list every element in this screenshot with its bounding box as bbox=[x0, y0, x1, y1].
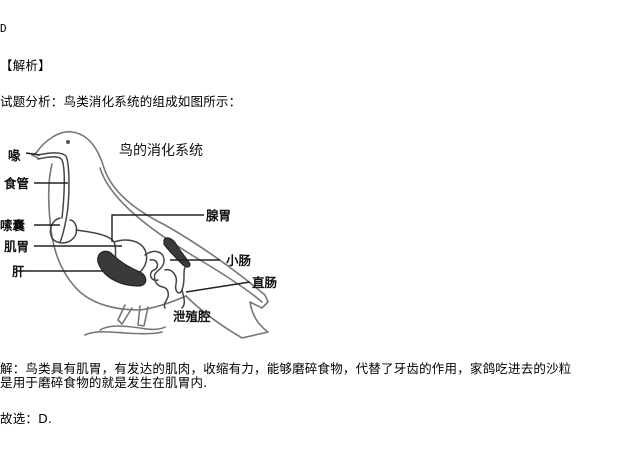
answer-letter: D bbox=[0, 22, 7, 35]
label-liver: 肝 bbox=[12, 264, 25, 279]
label-crop: 嗉囊 bbox=[0, 218, 26, 233]
analysis-intro: 试题分析：鸟类消化系统的组成如图所示： bbox=[0, 94, 242, 109]
liver-shape bbox=[97, 250, 147, 287]
explanation-line-1: 解：鸟类具有肌胃，有发达的肌肉，收缩有力，能够磨碎食物，代替了牙齿的作用，家鸽吃… bbox=[0, 361, 572, 376]
pancreas-shape bbox=[163, 237, 191, 268]
label-gizzard: 肌胃 bbox=[4, 239, 30, 254]
bird-illustration bbox=[24, 130, 269, 339]
bird-digestive-system-diagram: 喙 食管 嗉囊 肌胃 肝 腺胃 小肠 直肠 泄殖腔 bbox=[0, 120, 300, 350]
label-cloaca: 泄殖腔 bbox=[173, 309, 211, 324]
explanation-line-2: 是用于磨碎食物的就是发生在肌胃内. bbox=[0, 375, 208, 390]
label-beak: 喙 bbox=[8, 148, 21, 163]
analysis-heading: 【解析】 bbox=[0, 58, 51, 73]
label-esophagus: 食管 bbox=[4, 176, 30, 191]
label-proventriculus: 腺胃 bbox=[206, 208, 232, 223]
conclusion-text: 故选：D. bbox=[0, 411, 53, 426]
label-rectum: 直肠 bbox=[252, 275, 278, 290]
label-small-intestine: 小肠 bbox=[226, 253, 252, 268]
diagram-title: 鸟的消化系统 bbox=[119, 143, 203, 159]
